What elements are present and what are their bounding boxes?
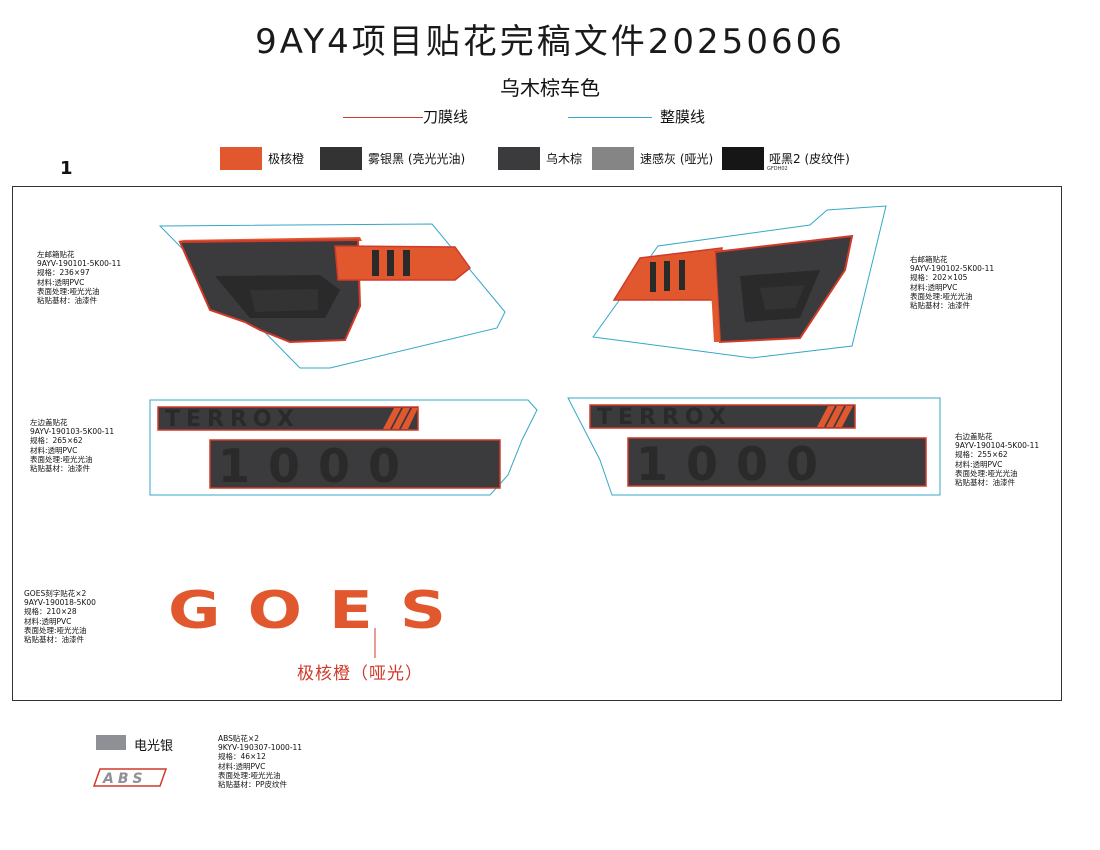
page-title: 9AY4项目贴花完稿文件20250606 <box>255 22 845 62</box>
color-label-ebony: 乌木棕 <box>546 152 583 166</box>
color-swatch-ebony <box>498 147 540 170</box>
full-line-label: 整膜线 <box>660 108 706 126</box>
right-cover-decal: TERROX 1000 <box>567 397 941 496</box>
left-cover-brand-text: TERROX <box>165 407 300 432</box>
color-callout: 极核橙（哑光） <box>297 664 423 684</box>
left-cover-number-text: 1000 <box>218 439 418 493</box>
page-number: 1 <box>60 158 73 179</box>
silver-swatch <box>96 735 126 750</box>
color-swatch-silver-black <box>320 147 362 170</box>
color-swatch-orange <box>220 147 262 170</box>
color-swatch-speed-grey <box>592 147 634 170</box>
abs-decal: ABS <box>92 768 168 787</box>
right-tank-decal <box>592 205 887 359</box>
right-cover-brand-text: TERROX <box>597 405 732 430</box>
goes-decal: GOES <box>168 581 473 658</box>
full-line-legend: 整膜线 <box>568 106 705 127</box>
silver-label: 电光银 <box>134 739 174 754</box>
color-label-silver-black: 雾银黑 (亮光光油) <box>368 152 466 166</box>
cut-line-legend: 刀膜线 <box>343 106 468 127</box>
goes-lettering: GOES <box>168 581 473 641</box>
left-tank-decal <box>158 223 506 369</box>
color-scheme-subtitle: 乌木棕车色 <box>500 76 600 100</box>
color-sublabel-matte-black: GFDH02 <box>767 166 788 172</box>
color-swatch-matte-black <box>722 147 764 170</box>
cut-line-sample <box>343 117 423 118</box>
full-line-sample <box>568 117 652 118</box>
right-cover-number-text: 1000 <box>636 437 836 491</box>
cut-line-label: 刀膜线 <box>423 108 469 126</box>
left-cover-decal: TERROX 1000 <box>149 399 538 496</box>
abs-lettering: ABS <box>102 771 147 787</box>
color-label-orange: 极核橙 <box>268 152 305 166</box>
color-label-matte-black: 哑黑2 (皮纹件) <box>769 152 850 166</box>
artwork-board <box>12 186 1062 701</box>
color-label-speed-grey: 速感灰 (哑光) <box>640 152 714 166</box>
